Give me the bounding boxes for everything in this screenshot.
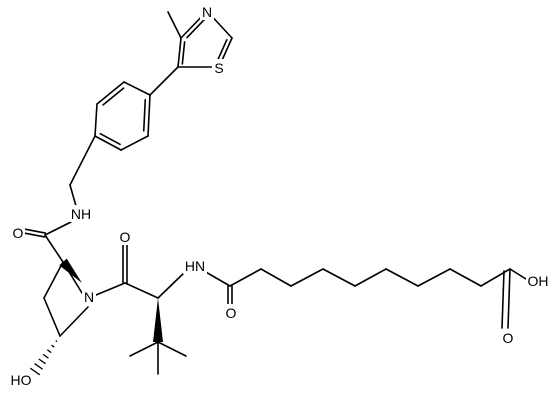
thiazole-c5-c4-inner bbox=[181, 41, 186, 65]
atom-label-thiazole-nitrogen: N bbox=[200, 3, 214, 20]
chain-bond-7 bbox=[449, 268, 482, 287]
tbutyl-me2 bbox=[157, 341, 187, 357]
n-carbonyl-bond bbox=[95, 282, 126, 296]
stereo-bonds bbox=[29, 258, 163, 376]
svg-text:HO: HO bbox=[11, 372, 32, 388]
benzene-de-inner bbox=[99, 132, 121, 146]
hydroxyl-hash-hash bbox=[55, 340, 58, 343]
svg-text:O: O bbox=[13, 225, 24, 241]
benzene-ef bbox=[120, 135, 149, 151]
hydroxyl-hash-hash bbox=[51, 344, 55, 348]
svg-text:O: O bbox=[120, 229, 131, 245]
chain-bond-3 bbox=[322, 268, 356, 287]
proline-wedge bbox=[59, 258, 82, 283]
atom-label-amide-hn: HN bbox=[183, 257, 207, 274]
pyrr-ca-cb bbox=[43, 261, 64, 299]
atom-label-thiazole-sulfur: S bbox=[212, 59, 226, 76]
thiazole-c4-n3-inner bbox=[186, 16, 208, 39]
chain-bond-6 bbox=[417, 268, 451, 287]
pyrr-cb-cg bbox=[43, 297, 61, 337]
svg-text:OH: OH bbox=[528, 273, 549, 289]
thiazole-c5-c4 bbox=[177, 37, 182, 68]
benzene-bc bbox=[96, 81, 125, 105]
hydroxyl-hash-hash bbox=[46, 349, 52, 354]
thiazole-c2-s1-inner bbox=[216, 39, 228, 63]
methyl-bond bbox=[167, 11, 182, 39]
acid-oh-bond bbox=[509, 268, 527, 280]
acid-co-bond bbox=[507, 268, 511, 329]
svg-text:S: S bbox=[214, 60, 223, 76]
benzene-bc-inner bbox=[102, 87, 125, 106]
chain-bond-4 bbox=[354, 268, 387, 287]
chain-bond-2 bbox=[290, 268, 324, 287]
atom-label-prolinamide-oxygen: O bbox=[11, 224, 25, 241]
hydroxyl-hash-hash bbox=[34, 363, 44, 370]
svg-text:O: O bbox=[503, 330, 514, 346]
nh-carbonyl-bond bbox=[44, 221, 72, 236]
carbonyl-calpha-bond bbox=[44, 234, 64, 263]
benzyl-ch2-bond bbox=[69, 135, 96, 186]
hydroxyl-hash-hash bbox=[42, 353, 49, 359]
ch2-nh-bond bbox=[69, 184, 77, 207]
chain-bond-0 bbox=[229, 268, 262, 287]
chain-bond-8 bbox=[480, 268, 511, 287]
svg-text:N: N bbox=[84, 289, 94, 305]
atom-label-tleucine-carbonyl-oxygen: O bbox=[118, 228, 132, 245]
chain-bond-1 bbox=[260, 268, 292, 287]
atom-label-amide-oxygen: O bbox=[224, 304, 238, 321]
benzene-fa bbox=[147, 94, 151, 137]
carbonyl-calpha2-bond bbox=[124, 282, 159, 299]
atom-label-carboxylic-oxygen: O bbox=[501, 329, 515, 346]
atom-label-benzylamide-nh: NH bbox=[70, 205, 92, 222]
atom-labels: N S NH O O N bbox=[9, 3, 550, 388]
benzene-ab bbox=[123, 81, 151, 96]
hydroxyl-hash-hash bbox=[29, 367, 41, 376]
biaryl-bond bbox=[149, 66, 179, 96]
svg-text:N: N bbox=[202, 4, 212, 20]
calpha2-nh-bond bbox=[157, 270, 187, 299]
prolinamide-co-a bbox=[23, 228, 47, 234]
atom-label-carboxylic-oh: OH bbox=[526, 272, 550, 289]
benzene-fa-inner bbox=[142, 98, 147, 132]
hydroxyl-hash-hash bbox=[38, 358, 46, 365]
tbutyl-me1 bbox=[129, 341, 159, 357]
tbutyl-wedge bbox=[153, 298, 163, 342]
chain-bond-5 bbox=[385, 268, 419, 287]
atom-label-pyrrolidine-nitrogen: N bbox=[82, 288, 96, 305]
benzene-cd bbox=[94, 103, 98, 137]
atom-label-hydroxyl-ho: HO bbox=[9, 371, 33, 388]
acid-co-bond-inner bbox=[501, 270, 505, 329]
benzene-de bbox=[94, 135, 122, 151]
hn-carbonyl-bond bbox=[203, 270, 231, 287]
bond-lines bbox=[22, 10, 527, 375]
svg-text:HN: HN bbox=[185, 258, 205, 274]
pyrr-cg-cd bbox=[59, 306, 89, 337]
svg-text:O: O bbox=[226, 305, 237, 321]
prolinamide-co-b bbox=[22, 232, 46, 238]
svg-text:NH: NH bbox=[71, 206, 91, 222]
